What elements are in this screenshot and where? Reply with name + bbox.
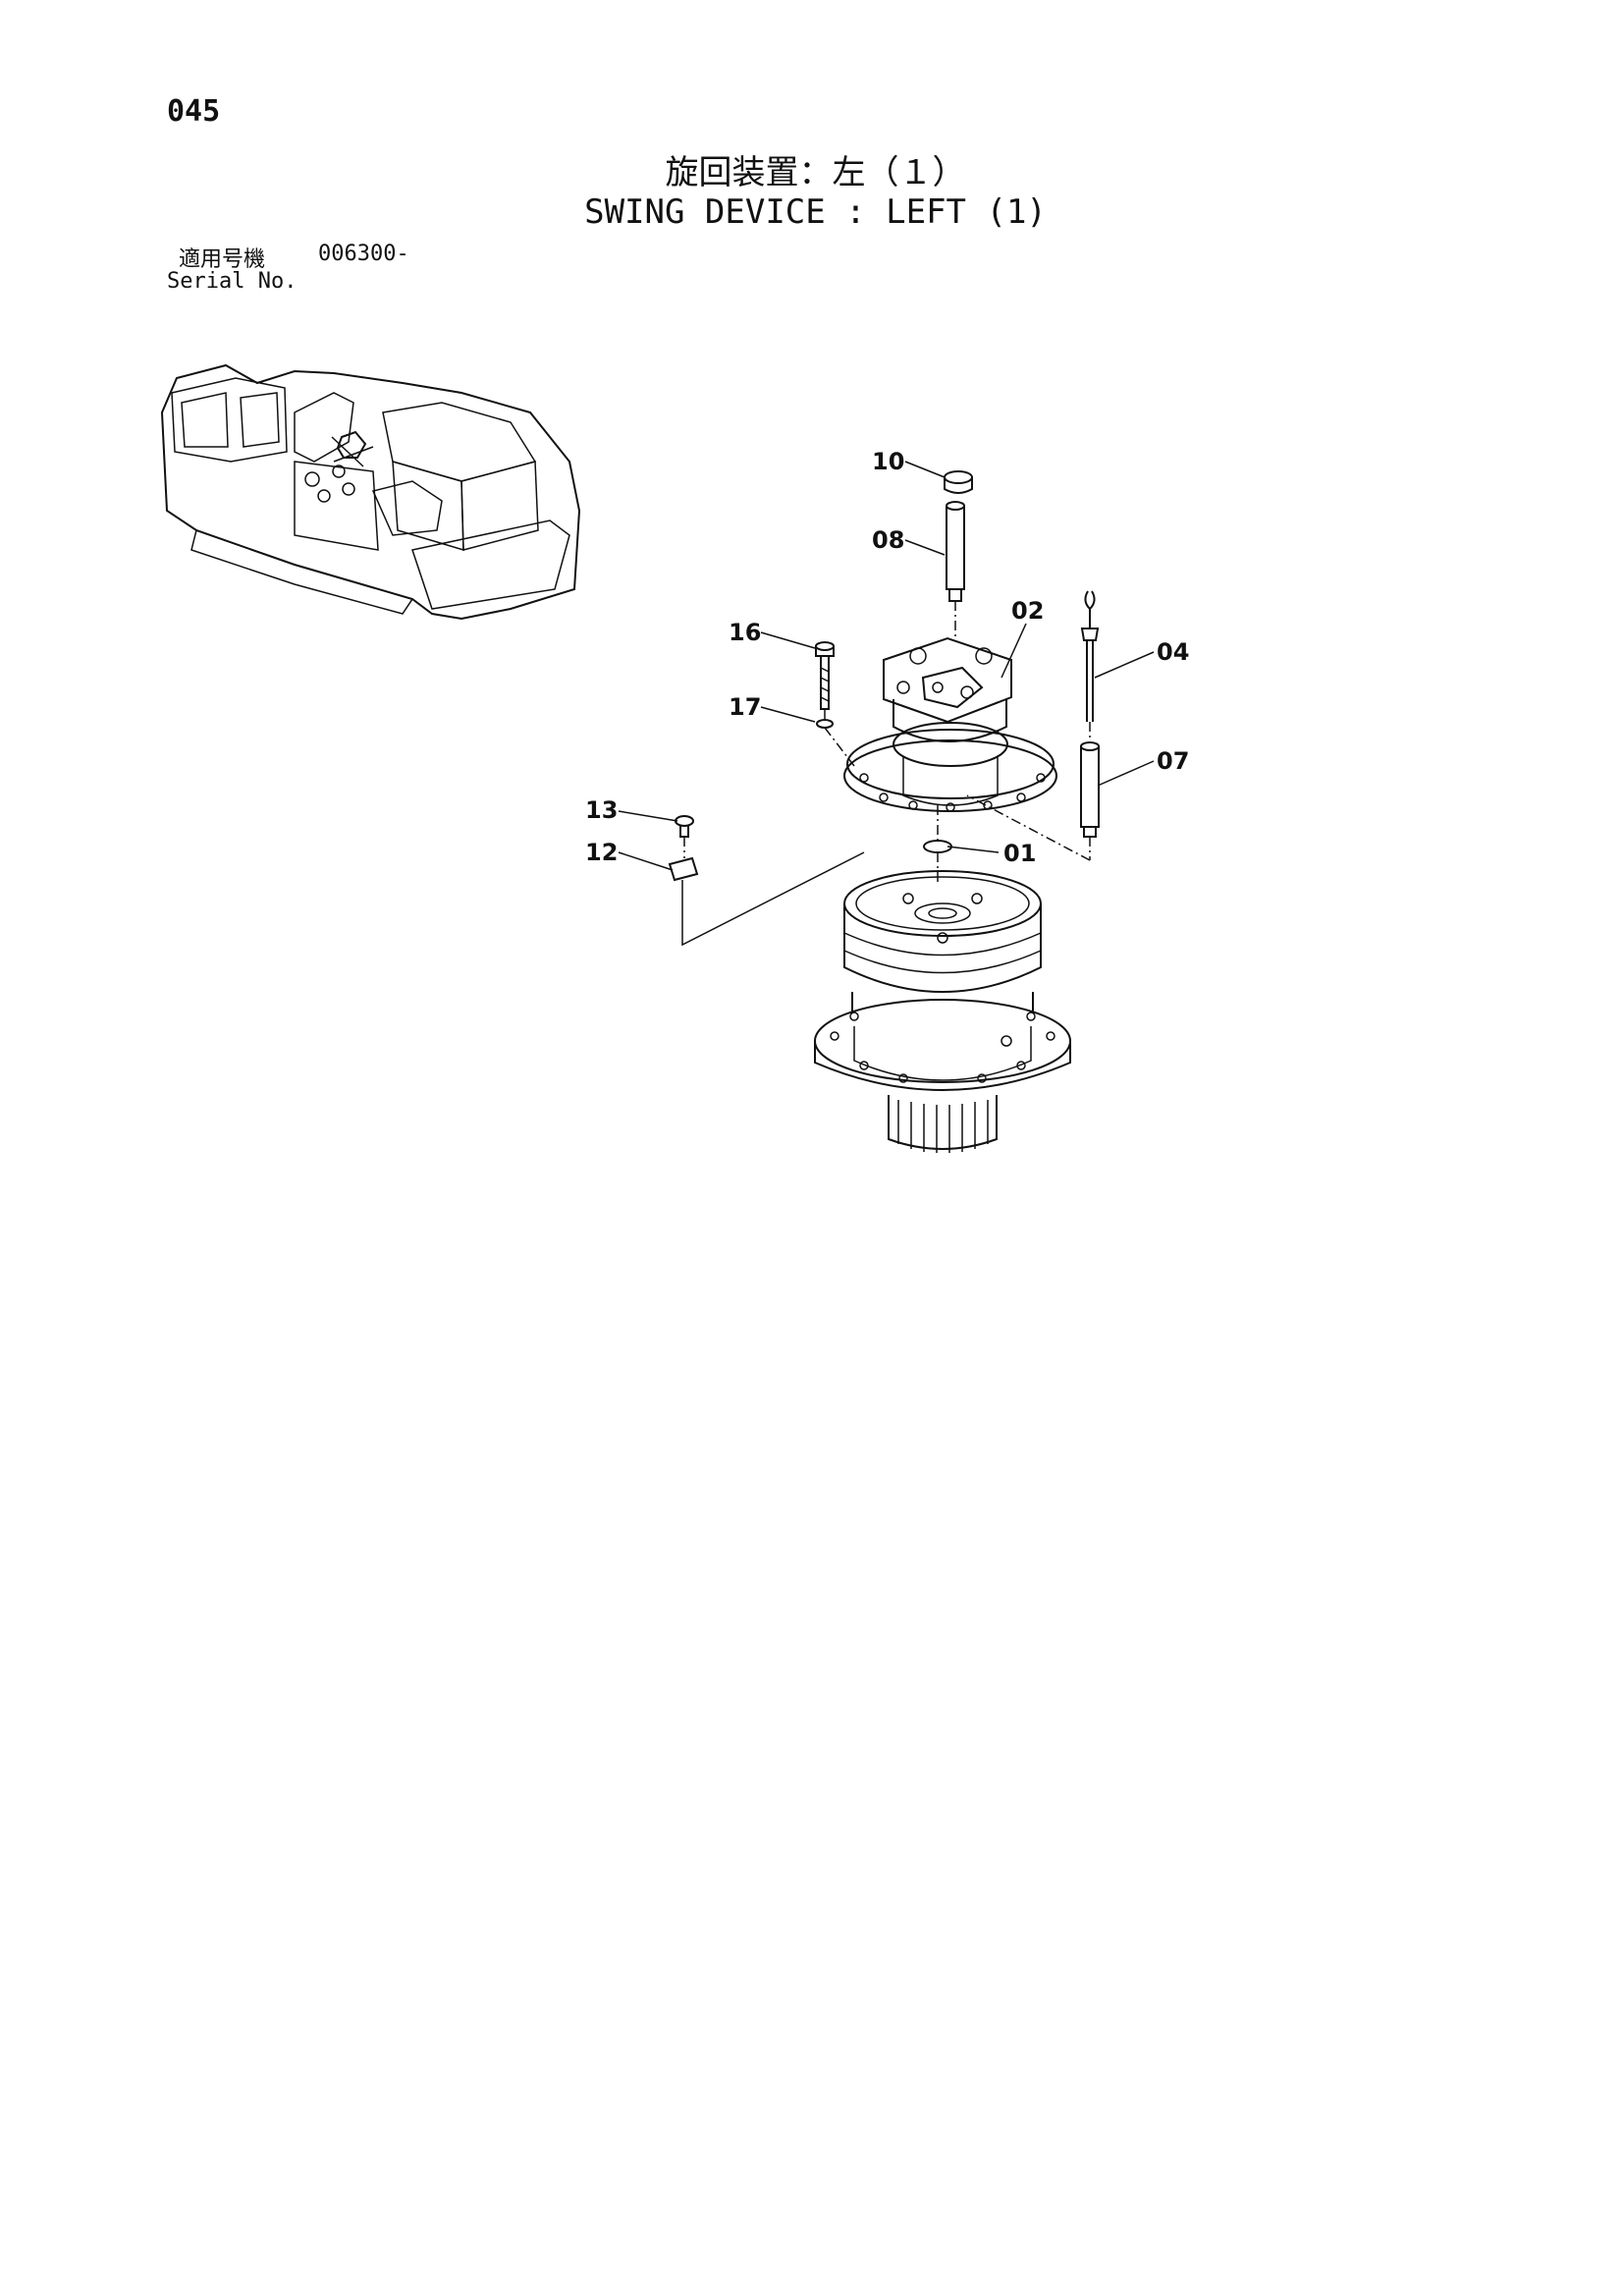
page-title-en: SWING DEVICE : LEFT (1) xyxy=(584,192,1047,232)
callout-10: 10 xyxy=(872,448,904,475)
level-gauge-part-04 xyxy=(1080,590,1100,722)
bolt-part-16 xyxy=(815,641,835,710)
bolt-part-13 xyxy=(675,815,694,838)
reduction-gear-housing xyxy=(814,870,1071,1153)
assembly-lines xyxy=(681,601,1091,947)
callout-07: 07 xyxy=(1157,747,1189,775)
serial-label-jp: 適用号機 xyxy=(179,247,266,272)
cap-part-10 xyxy=(944,470,973,494)
pipe-part-08 xyxy=(946,501,965,602)
o-ring-part-01 xyxy=(923,840,952,853)
swing-motor-part-02 xyxy=(843,636,1057,812)
pipe-part-07 xyxy=(1080,741,1100,838)
excavator-location-icon xyxy=(160,363,581,621)
serial-label-en: Serial No. xyxy=(167,269,298,294)
washer-part-17 xyxy=(816,719,834,729)
callout-17: 17 xyxy=(729,693,761,721)
callout-13: 13 xyxy=(585,796,618,824)
callout-04: 04 xyxy=(1157,638,1189,666)
callout-16: 16 xyxy=(729,619,761,646)
page-number: 045 xyxy=(167,94,221,129)
serial-number-value: 006300- xyxy=(318,242,409,266)
callout-08: 08 xyxy=(872,526,904,554)
plate-part-12 xyxy=(668,856,699,882)
callout-12: 12 xyxy=(585,839,618,866)
page-title-jp: 旋回装置：左（１） xyxy=(665,153,966,192)
callout-leaders xyxy=(618,461,1155,871)
callout-02: 02 xyxy=(1011,597,1044,625)
callout-01: 01 xyxy=(1003,840,1036,867)
